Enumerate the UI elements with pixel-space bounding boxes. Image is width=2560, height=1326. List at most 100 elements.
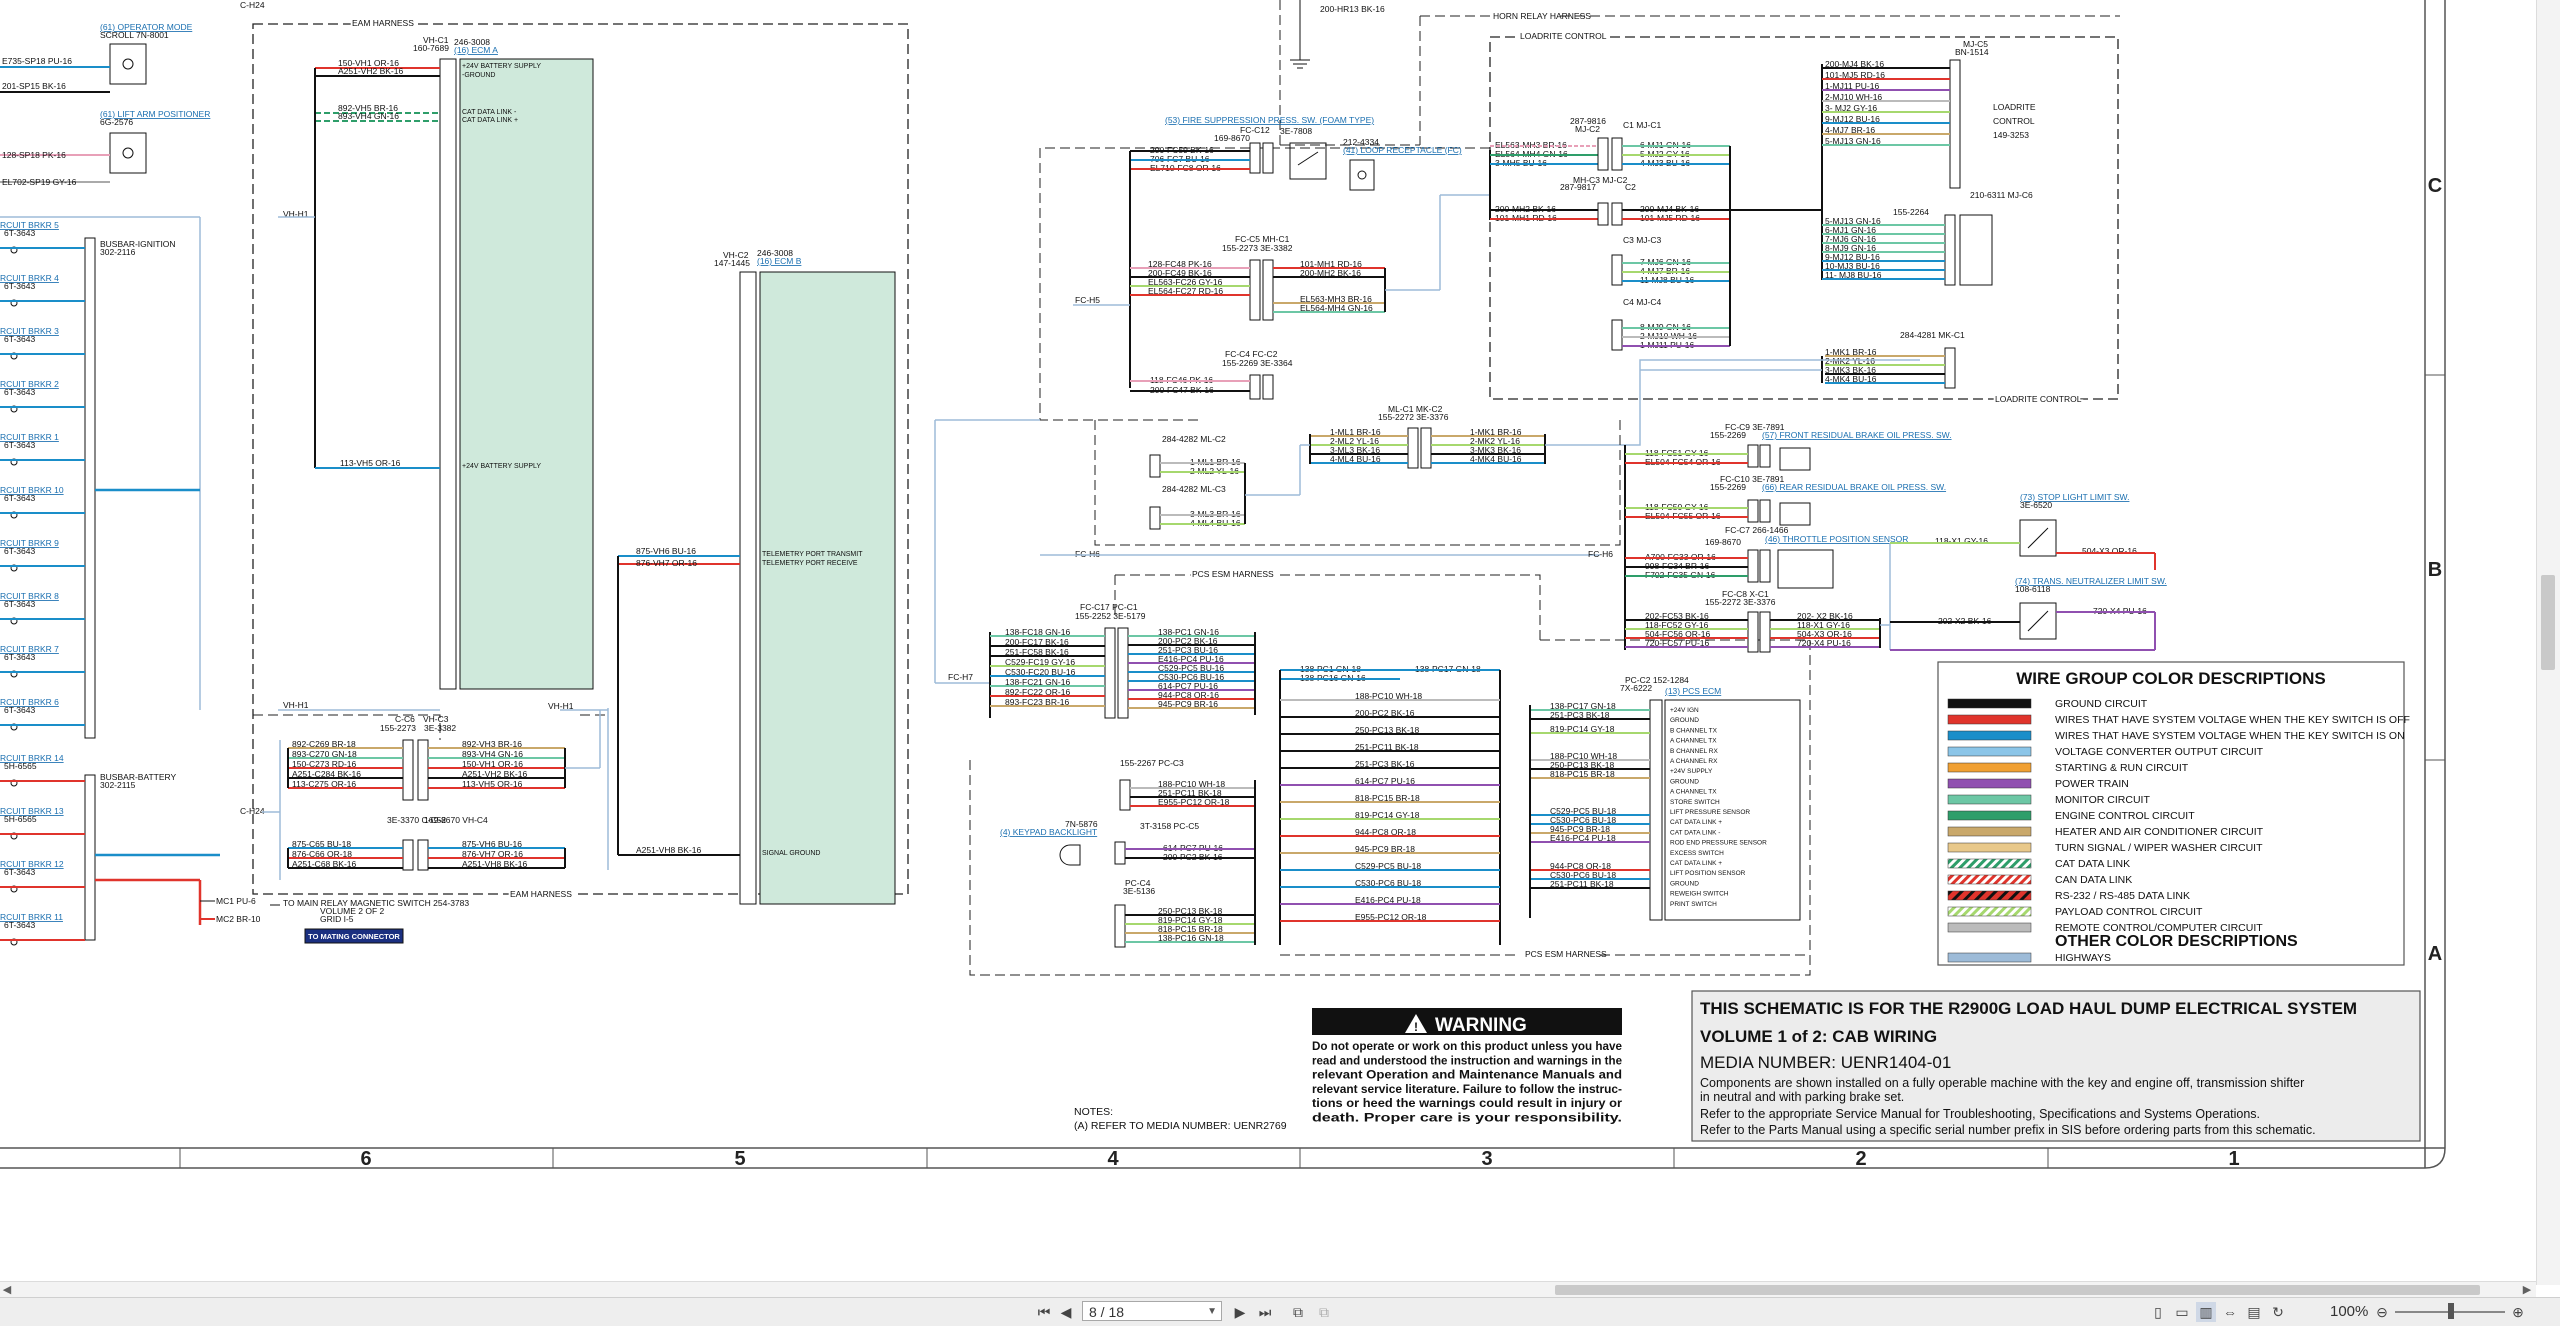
loadrite-connector-a	[1949, 59, 1961, 189]
wire-label: A251-C284 BK-16	[292, 769, 361, 779]
breaker-link: RCUIT BRKR 12	[0, 859, 64, 869]
wire-label: 6T-3643	[4, 440, 35, 450]
wire-label: 138-FC18 GN-16	[1005, 627, 1070, 637]
wire-label: 128-SP18 PK-16	[2, 150, 66, 160]
wire-label: 200-MJ4 BK-16	[1825, 59, 1884, 69]
next-page-icon[interactable]: ▶	[1234, 1304, 1246, 1320]
wire-label: 3- MJ2 GY-16	[1825, 103, 1877, 113]
wire-label: VOLUME 2 OF 2	[320, 906, 385, 916]
page-number-input[interactable]: 8 / 18 ▼	[1082, 1301, 1222, 1321]
wire-label: 6T-3643	[4, 599, 35, 609]
last-page-icon[interactable]: ⏭	[1258, 1304, 1272, 1320]
main-relay-group: MC1 PU-6 MC2 BR-10 TO MAIN RELAY MAGNETI…	[200, 896, 469, 944]
zone-row-c: C	[2428, 175, 2442, 197]
legend-title: WIRE GROUP COLOR DESCRIPTIONS	[2016, 669, 2326, 688]
wire-label: 138-PC17 GN-18	[1550, 701, 1616, 711]
breaker-link: RCUIT BRKR 7	[0, 644, 59, 654]
wire-label: 251-PC11 BK-18	[1550, 879, 1614, 889]
wire-label: VH-H1	[548, 701, 574, 711]
wire-label: 200-FC49 BK-16	[1148, 268, 1212, 278]
wire-label: 720-X4 PU-16	[1797, 638, 1851, 648]
wire-label: 188-PC10 WH-18	[1550, 751, 1617, 761]
wire-label: 202- X2 BK-16	[1797, 611, 1853, 621]
loadrite-connector-b	[1944, 214, 1956, 286]
wire-label: E735-SP18 PU-16	[2, 56, 72, 66]
wire-label: 6T-3643	[4, 228, 35, 238]
zoom-slider-knob[interactable]	[2448, 1303, 2454, 1319]
wire-label: 147-1445	[714, 258, 750, 268]
wire-label: 7X-6222	[1620, 683, 1652, 693]
wire-label: 200-PC2 BK-16	[1355, 708, 1415, 718]
wire-label: 251-PC11 BK-18	[1355, 742, 1419, 752]
pcs-ecm-link: (13) PCS ECM	[1665, 686, 1721, 696]
continuous-view-icon[interactable]: ▭	[2175, 1304, 2189, 1320]
previous-page-icon[interactable]: ◀	[1060, 1304, 1072, 1320]
legend-swatch	[1947, 730, 2032, 741]
scroll-right-icon[interactable]: ▶	[2522, 1284, 2532, 1296]
rotate-icon[interactable]: ↻	[2272, 1304, 2284, 1320]
wire-label: 6T-3643	[4, 387, 35, 397]
center-fc-harness: HORN RELAY HARNESS 200-HR13 BK-16 LOADRI…	[1039, 0, 2120, 421]
wire-label: 944-PC8 OR-16	[1158, 690, 1219, 700]
wire-label: 5H-6565	[4, 761, 37, 771]
wire-label: STORE SWITCH	[1670, 799, 1720, 806]
zoom-in-icon[interactable]: ⊕	[2512, 1304, 2524, 1320]
wire-label: C-H24	[240, 806, 265, 816]
wire-label: 3E-6520	[2020, 500, 2052, 510]
breaker-link: RCUIT BRKR 11	[0, 912, 63, 922]
wire-label: E955-PC12 OR-18	[1355, 912, 1427, 922]
wire-label: 113-VH5 OR-16	[340, 458, 401, 468]
horizontal-scrollbar[interactable]: ◀ ▶	[0, 1281, 2536, 1298]
drawing-frame	[0, 0, 2446, 1169]
vertical-scroll-thumb[interactable]	[2541, 575, 2555, 670]
wire-label: 287-9817	[1560, 182, 1596, 192]
wire-label: 302-2116	[100, 247, 136, 257]
wire-label: 4-MK4 BU-16	[1470, 454, 1522, 464]
wire-label: B CHANNEL TX	[1670, 727, 1718, 734]
wire-label: VH-C1	[423, 35, 449, 45]
fit-page-icon[interactable]: ▤	[2247, 1304, 2261, 1320]
fit-width-icon[interactable]: ⇔	[2223, 1304, 2237, 1320]
wire-label: TELEMETRY PORT RECEIVE	[762, 560, 858, 567]
wire-label: 251-PC3 BK-18	[1550, 710, 1610, 720]
zoom-level: 100%	[2330, 1303, 2369, 1320]
wire-label: 945-PC9 BR-18	[1355, 844, 1415, 854]
scroll-left-icon[interactable]: ◀	[2, 1284, 12, 1296]
wire-label: read and understood the instruction and …	[1312, 1055, 1622, 1067]
wire-label: B CHANNEL RX	[1670, 748, 1718, 755]
zoom-out-icon[interactable]: ⊖	[2376, 1304, 2388, 1320]
first-page-icon[interactable]: ⏮	[1037, 1304, 1051, 1320]
wire-label: TELEMETRY PORT TRANSMIT	[762, 551, 863, 558]
wire-label: 6T-3643	[4, 705, 35, 715]
wire-label: 1-ML1 BR-16	[1330, 427, 1381, 437]
other-colors-title: OTHER COLOR DESCRIPTIONS	[2055, 933, 2298, 950]
wire-label: A CHANNEL TX	[1670, 738, 1717, 745]
wire-label: 7-MJ6 GN-16	[1825, 234, 1876, 244]
wire-label: Components are shown installed on a full…	[1700, 1076, 2304, 1090]
wire-label: 118-X1 GY-16	[1797, 620, 1850, 630]
wire-label: +24V BATTERY SUPPLY	[462, 63, 541, 70]
wire-label: Refer to the appropriate Service Manual …	[1700, 1107, 2260, 1121]
page-dropdown-icon[interactable]: ▼	[1207, 1306, 1217, 1317]
horizontal-scroll-thumb[interactable]	[1555, 1285, 2480, 1295]
page-number-value: 8 / 18	[1089, 1304, 1125, 1320]
wire-label: 3T-3158 PC-C5	[1140, 821, 1199, 831]
paste-page-icon[interactable]: ⧉	[1319, 1304, 1329, 1320]
vertical-scrollbar[interactable]	[2536, 0, 2560, 1285]
wire-label: 876-VH7 OR-16	[636, 558, 697, 568]
wire-label: 9-MJ12 BU-16	[1825, 114, 1880, 124]
wire-label: FC-C7 266-1466	[1725, 525, 1789, 535]
copy-page-icon[interactable]: ⧉	[1293, 1304, 1303, 1320]
facing-view-icon[interactable]: ▥	[2196, 1302, 2216, 1322]
wire-label: 128-FC48 PK-16	[1148, 259, 1212, 269]
single-page-view-icon[interactable]: ▯	[2154, 1304, 2162, 1320]
breaker-link: RCUIT BRKR 14	[0, 753, 64, 763]
legend-label: HEATER AND AIR CONDITIONER CIRCUIT	[2055, 826, 2264, 838]
legend-label: WIRES THAT HAVE SYSTEM VOLTAGE WHEN THE …	[2055, 714, 2410, 726]
front-brake-link: (57) FRONT RESIDUAL BRAKE OIL PRESS. SW.	[1762, 430, 1952, 440]
ecm-a-box	[459, 58, 594, 690]
